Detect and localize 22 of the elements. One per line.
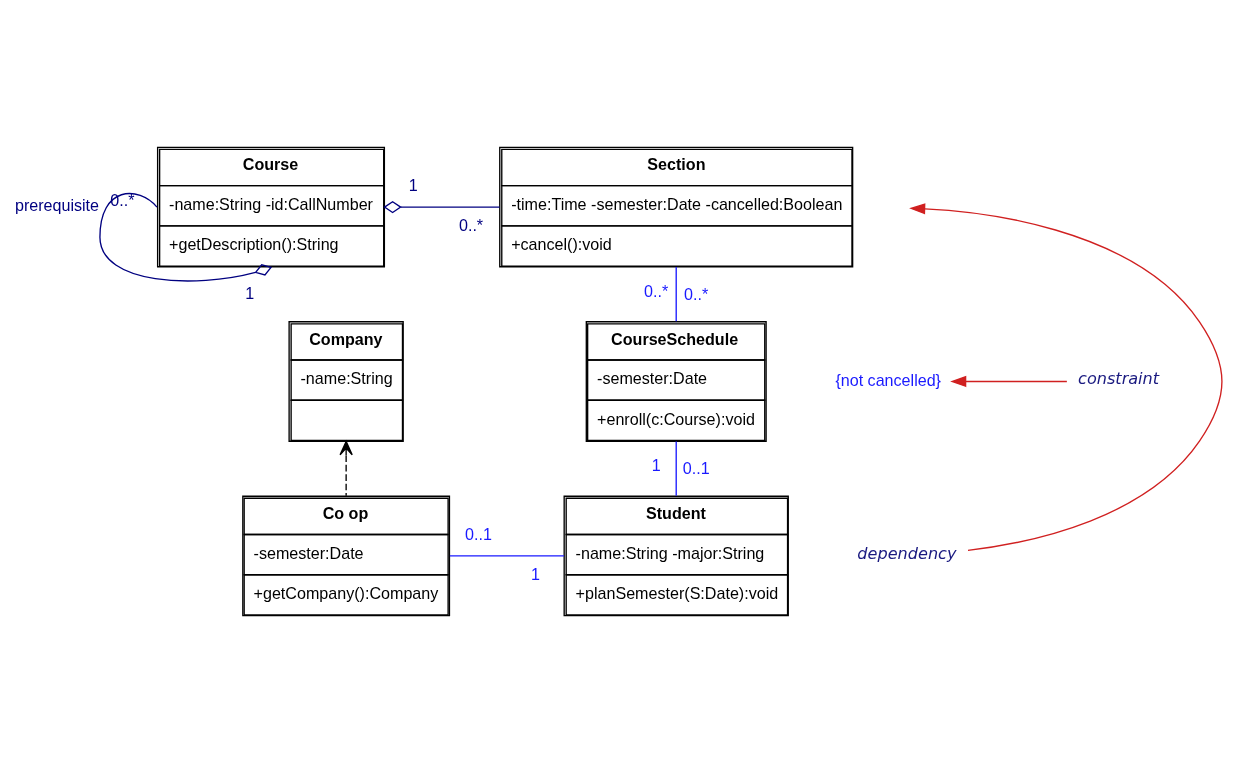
label: 1 [245,283,255,302]
node-text: {not cancelled} [835,370,941,389]
label: 0..* [684,284,709,303]
label: 1 [408,175,418,194]
arrow [909,202,1223,551]
connector [449,554,565,557]
label: 0..* [644,281,669,300]
connector [675,440,677,496]
node-text: constraint [1078,368,1160,388]
label: 1 [651,455,661,474]
label: 0..* [110,190,135,209]
arrow [950,375,1068,387]
connector [675,265,677,322]
connector [383,200,501,213]
label: 1 [530,564,540,583]
label: 0..1 [682,458,710,477]
edge-label: prerequisite [14,195,100,214]
node-text: dependency [857,543,957,563]
label: 0..* [458,215,484,234]
label: 0..1 [465,524,492,543]
arrow [339,440,353,496]
connector [99,192,273,282]
